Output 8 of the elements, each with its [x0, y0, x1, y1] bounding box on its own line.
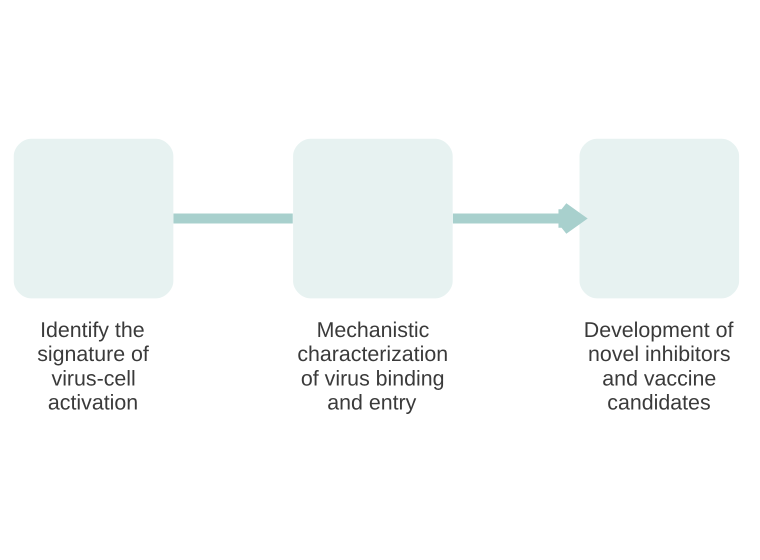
node-box: [293, 138, 453, 298]
node-label: Mechanistic characterization of virus binding and entry: [297, 317, 448, 414]
connector: [173, 213, 293, 223]
node-box: [580, 138, 740, 298]
node-label: Identify the signature of virus-cell activation: [37, 317, 149, 414]
node-label: Development of novel inhibitors and vaccine candidates: [584, 317, 734, 414]
arrow: [452, 202, 584, 234]
node-box: [14, 138, 174, 298]
